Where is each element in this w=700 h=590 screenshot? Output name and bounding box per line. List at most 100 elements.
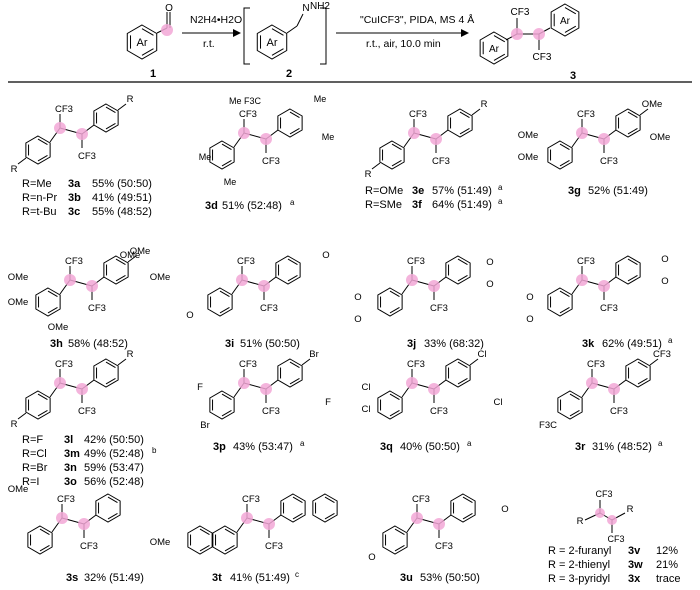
sub-3s-ring-right (95, 493, 121, 523)
double-bond-line (37, 138, 48, 145)
double-bond-line (199, 528, 210, 535)
compound-2-label: 2 (286, 68, 293, 80)
double-bond-line (37, 393, 48, 400)
sub-3d-cf3-bottom: CF3 (262, 156, 280, 167)
double-bond-line (221, 410, 232, 417)
sub-3u-ring-right (450, 493, 476, 523)
sub-3j-o-d: O (486, 279, 493, 290)
bond-line (17, 412, 27, 420)
sub-3g-ring-right (615, 108, 641, 138)
double-bond-line (389, 290, 400, 297)
double-bond-line (389, 410, 400, 417)
result-3l: 42% (50:50) (84, 434, 144, 446)
sub-3t-cf3-bottom: CF3 (265, 541, 283, 552)
note-3r: a (658, 439, 663, 448)
id-3i: 3i (225, 338, 235, 350)
sub-3i-c2-highlight (258, 280, 270, 292)
sub-3p-c1-highlight (238, 377, 250, 389)
result-3w: 21% (656, 559, 679, 571)
r-3w: R = 2-thienyl (548, 559, 611, 571)
sub-3u-c2-highlight (433, 518, 445, 530)
sub-3u-o-left: O (368, 552, 375, 563)
double-bond-line (39, 545, 50, 552)
sub-3t-ring-right (280, 493, 306, 523)
id-3m: 3m (64, 448, 80, 460)
result-3d: 51% (52:48) (222, 200, 282, 212)
id-3e: 3e (412, 185, 425, 197)
cmpd3-ring-left (479, 31, 509, 65)
cmpd3-cf3-top: CF3 (511, 7, 530, 18)
sub-3lo-ring-left (25, 390, 51, 420)
sub-3i-o-right: O (322, 250, 329, 261)
id-3o: 3o (64, 476, 77, 488)
sub-3i-c1-highlight (236, 274, 248, 286)
double-bond-line (493, 53, 506, 61)
sub-3k-o-a: O (526, 292, 533, 303)
double-bond-line (289, 128, 300, 135)
double-bond-line (115, 275, 126, 282)
note-3p: a (300, 439, 305, 448)
compound-3-label: 3 (570, 70, 577, 82)
result-3a: 55% (50:50) (92, 178, 152, 190)
sub-3abc-ring-right (93, 103, 119, 133)
double-bond-line (287, 275, 298, 282)
sub-3q-cl-a: Cl (362, 382, 371, 393)
sub-3d-me-f3c: Me F3C (229, 96, 262, 106)
double-bond-line (389, 393, 400, 400)
result-3h: 58% (48:52) (68, 338, 128, 350)
cmpd2-nitrogen: N (302, 3, 309, 14)
sub-3ef-c2-highlight (430, 133, 442, 145)
sub-3g-cf3-top: CF3 (577, 109, 595, 120)
sub-3r-f3c: F3C (539, 420, 557, 431)
sub-3s-ome-a: OMe (8, 484, 29, 495)
r-3x: R = 3-pyridyl (548, 573, 611, 585)
sub-3g-cf3-bottom: CF3 (600, 156, 618, 167)
sub-3p-br-left: Br (200, 420, 210, 431)
double-bond-line (627, 258, 638, 265)
r-3v: R = 2-furanyl (548, 545, 612, 557)
sub-3k-c2-highlight (598, 280, 610, 292)
sub-3t-ring-left (212, 525, 238, 555)
sub-3q-c2-highlight (428, 383, 440, 395)
cmpd3-ar-right: Ar (560, 16, 571, 27)
note-3d: a (290, 198, 295, 207)
sub-3g-ome-left-b: OMe (518, 152, 539, 163)
sub-3lo-ring-right (93, 358, 119, 388)
result-3s: 32% (51:49) (84, 572, 144, 584)
cmpd1-ar-label: Ar (137, 37, 148, 49)
r-3c: R=t-Bu (22, 206, 57, 218)
double-bond-line (105, 378, 116, 385)
sub-3q-cl-d: Cl (494, 397, 503, 408)
result-3g: 52% (51:49) (588, 185, 648, 197)
sub-3s-ome-b: OMe (150, 537, 171, 548)
sub-3lo-cf3-bottom: CF3 (78, 406, 96, 417)
sub-3h-cf3-top: CF3 (65, 256, 83, 267)
double-bond-line (39, 528, 50, 535)
sub-3j-o-b: O (354, 314, 361, 325)
cmpd1-highlight (161, 24, 173, 36)
double-bond-line (324, 513, 335, 520)
sub-3abc-c1-highlight (54, 122, 66, 134)
sub-3i-cf3-top: CF3 (237, 256, 255, 267)
result-3m: 49% (52:48) (84, 448, 144, 460)
sub-3vx-r-left: R (577, 516, 584, 527)
result-3u: 53% (50:50) (420, 572, 480, 584)
bond-line (649, 358, 659, 366)
double-bond-line (389, 307, 400, 314)
r-3f: R=SMe (365, 199, 402, 211)
id-3c: 3c (68, 206, 81, 218)
sub-3u-o-right: O (501, 504, 508, 515)
double-bond-line (271, 28, 284, 36)
bond-line (117, 358, 127, 366)
id-3t: 3t (212, 572, 222, 584)
double-bond-line (105, 361, 116, 368)
double-bond-line (287, 258, 298, 265)
sub-3u-ring-left (382, 525, 408, 555)
sub-3d-cf3-top: CF3 (239, 109, 257, 120)
sub-3p-cf3-top: CF3 (239, 359, 257, 370)
sub-3k-o-b: O (526, 314, 533, 325)
id-3p: 3p (213, 441, 226, 453)
cmpd2-nh2: NH2 (310, 1, 330, 12)
sub-3q-ring-right (445, 358, 471, 388)
